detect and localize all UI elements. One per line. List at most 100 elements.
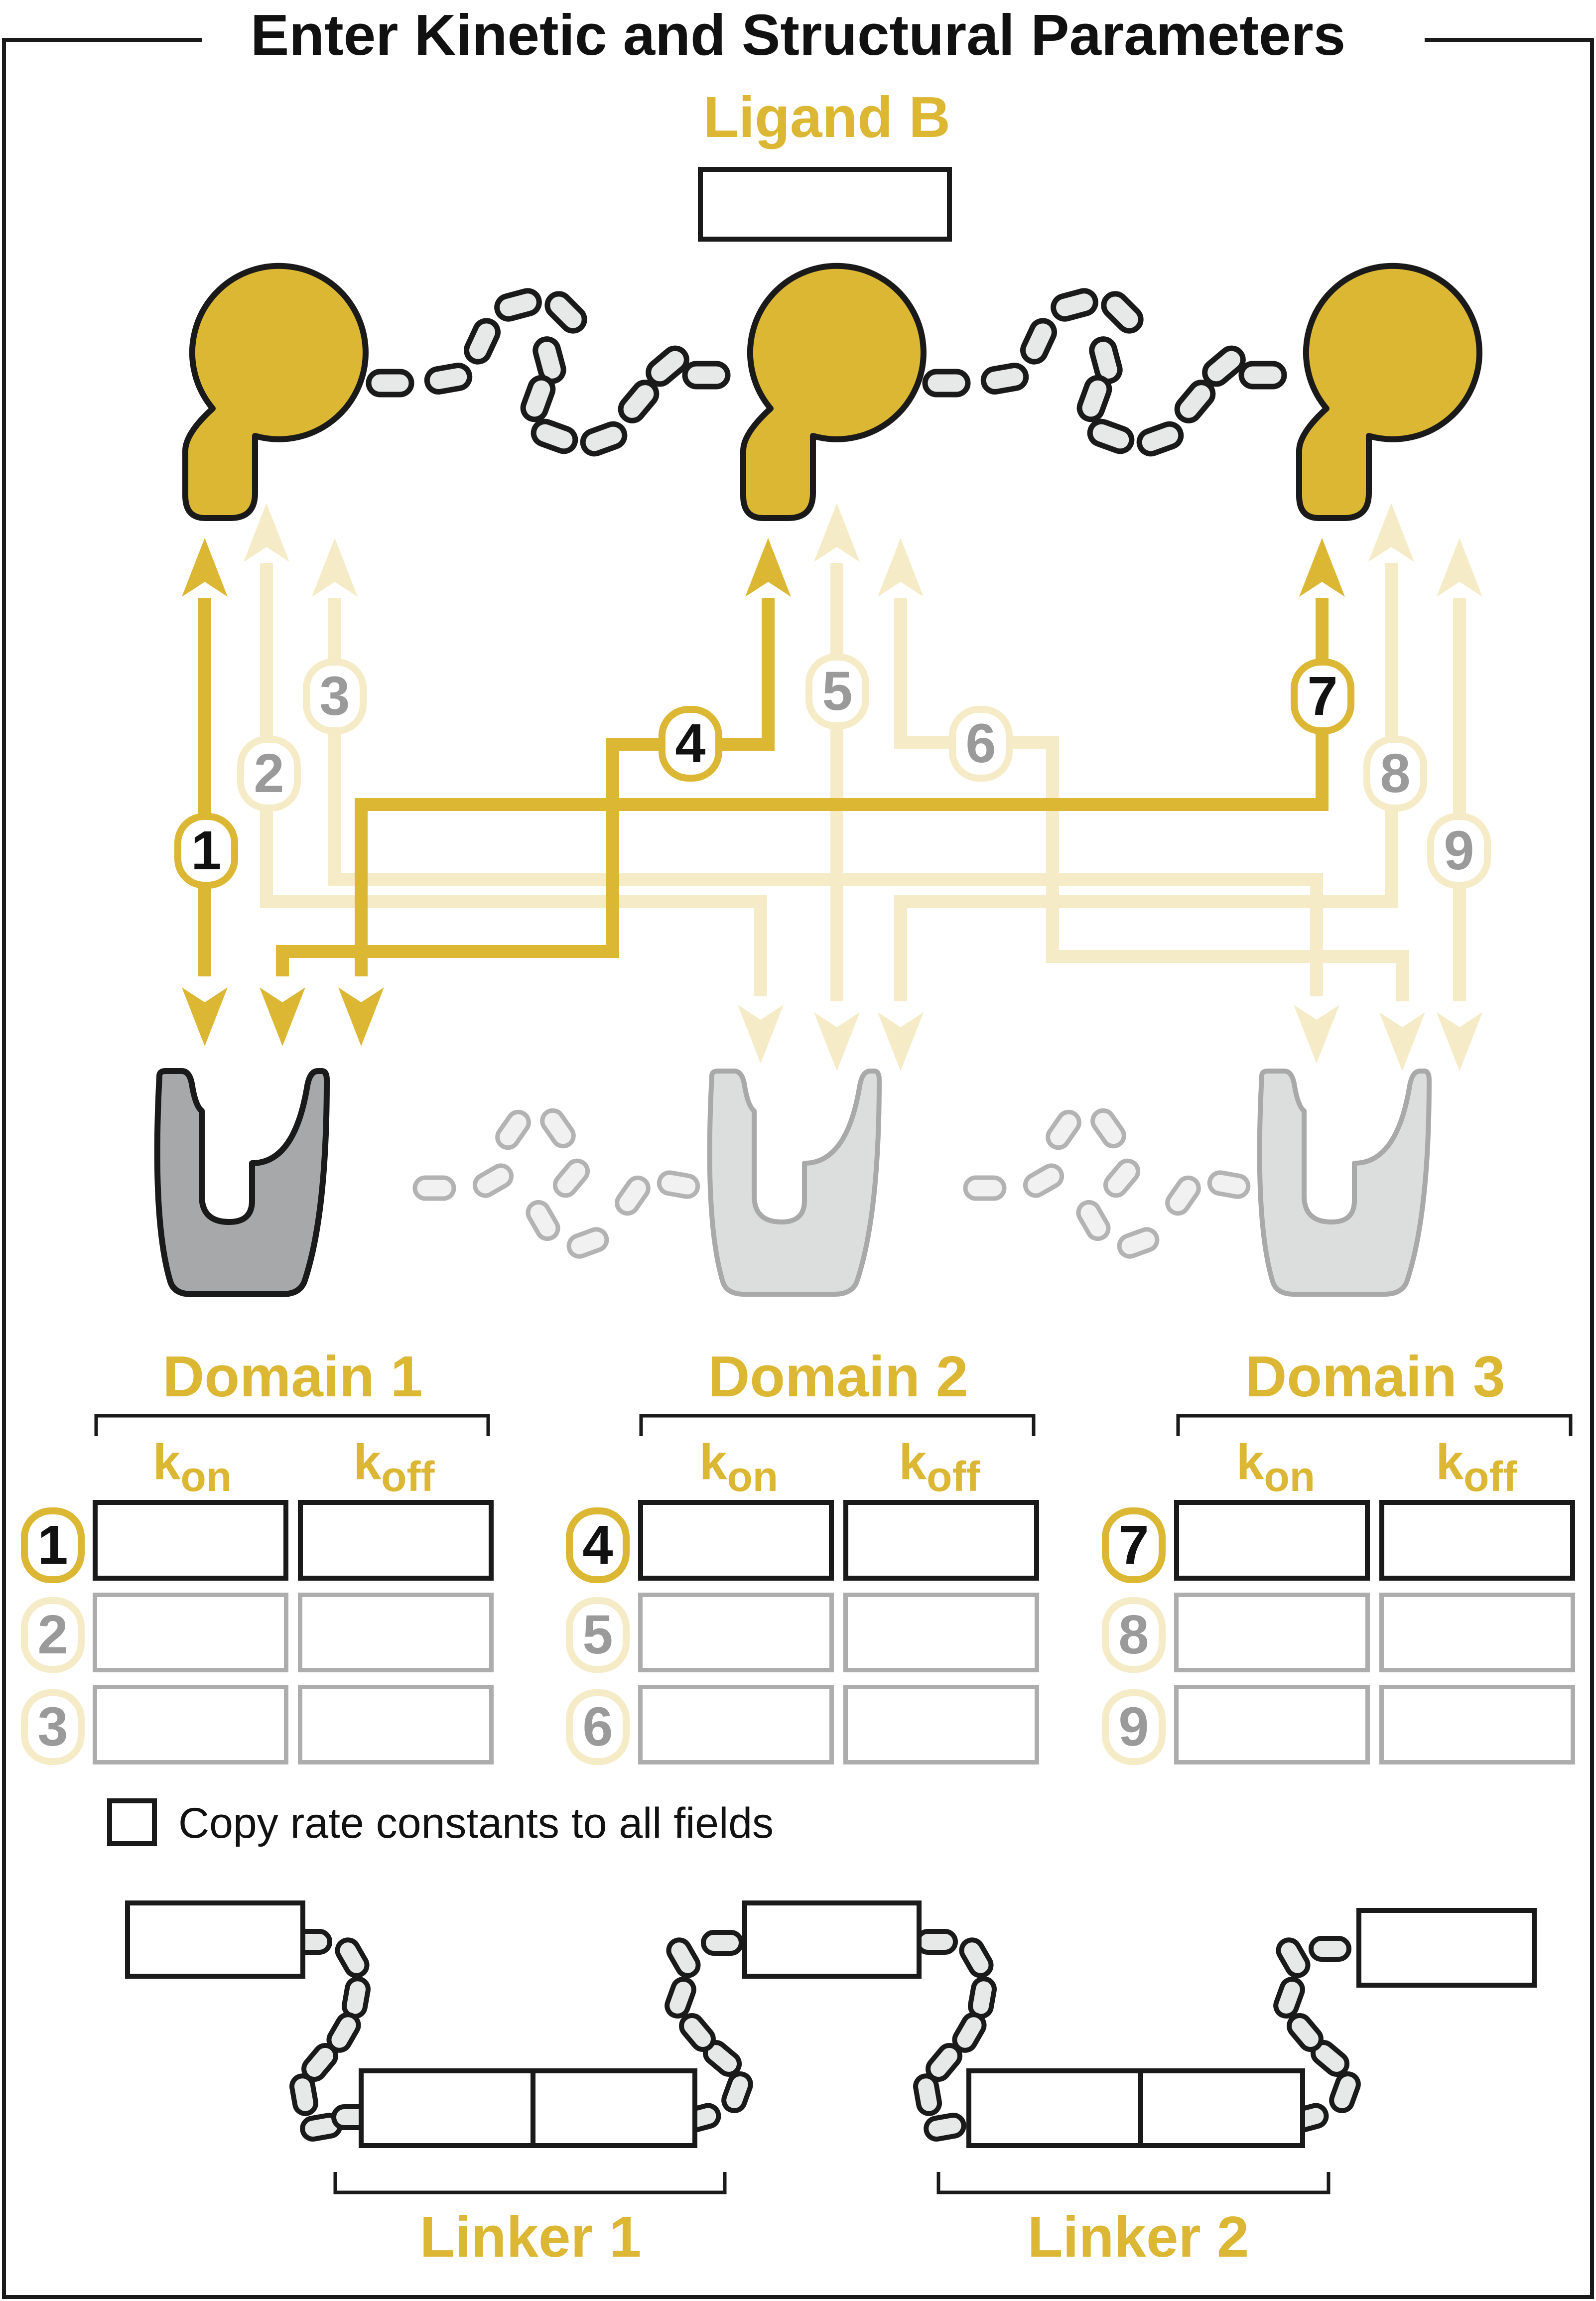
linker-segment [464,318,501,365]
domain-1-koff-input-3[interactable] [298,1685,494,1764]
double-headed-arrow-icon [814,1012,860,1071]
linker-segment [1309,1936,1351,1962]
domain-3-label: Domain 3 [1245,1344,1505,1409]
path-badge-3: 3 [303,659,367,734]
interaction-path [276,598,775,976]
linker-segment [544,291,587,334]
domain-2-kon-input-2[interactable] [638,1593,834,1672]
linker-segment [615,1175,651,1216]
domain-1-label: Domain 1 [162,1344,423,1409]
domain-2-kon-input-1[interactable] [638,1500,834,1581]
linker-segment [1089,336,1123,384]
domain-3-koff-input-3[interactable] [1379,1685,1575,1764]
linker-segment [342,1976,371,2019]
linker-segment [532,336,566,384]
linker-2-value-a-input[interactable] [966,2068,1143,2148]
receptor-domain-icon [707,1069,882,1297]
domain-3-kon-input-3[interactable] [1174,1685,1370,1764]
double-headed-arrow-icon [182,538,228,597]
domain-3-kon-input-1[interactable] [1174,1500,1370,1581]
linker-segment [666,1937,701,1978]
linker-segment [963,1175,1007,1201]
domain-1-row-badge: 1 [21,1507,85,1583]
linker-2-right-end-input[interactable] [1356,1908,1537,1988]
domain-1-koff-input-2[interactable] [298,1593,494,1672]
domain-1-koff-input-1[interactable] [298,1500,494,1581]
ligand-binding-site-icon [182,263,369,521]
double-headed-arrow-icon [1368,503,1414,562]
domain-3-kon-input-2[interactable] [1174,1593,1370,1672]
linker-segment [915,1929,958,1955]
linker-segment [646,345,689,387]
linker-1-value-b-input[interactable] [531,2068,697,2148]
domain-linkers [412,1108,1251,1259]
double-headed-arrow-icon [1294,1005,1339,1064]
domain-2-kon-header: kon [699,1434,779,1500]
domain-1-row-badge: 2 [21,1597,85,1673]
domain-1-kon-input-2[interactable] [93,1593,288,1672]
linker-segment [1101,291,1144,334]
linker-segment [1020,318,1057,365]
linker-segment [289,2073,318,2116]
domain-3-koff-input-2[interactable] [1379,1593,1575,1672]
domain-2-kon-input-3[interactable] [638,1685,834,1764]
domain-2-label: Domain 2 [708,1344,968,1409]
linker-segment [1136,421,1184,457]
path-badge-2: 2 [237,736,301,812]
panel-frame [2,38,1594,2299]
linker-1-value-a-input[interactable] [359,2068,535,2148]
domain-1-bracket [94,1414,490,1436]
linker-1-left-end-input[interactable] [125,1900,305,1979]
linker-segment [366,369,414,398]
domain-2-koff-input-2[interactable] [843,1593,1039,1672]
domain-2-koff-input-3[interactable] [843,1685,1039,1764]
path-badge-7: 7 [1291,659,1354,734]
domain-1-koff-header: koff [353,1434,435,1500]
double-headed-arrow-icon [244,503,289,562]
ligand-linkers [366,288,1287,457]
copy-rates-checkbox[interactable] [107,1798,157,1846]
domain-3-kon-header: kon [1236,1434,1316,1500]
interaction-path [894,563,1398,1001]
interaction-path [260,563,767,996]
copy-rates-label: Copy rate constants to all fields [178,1799,774,1847]
domain-3-bracket [1176,1414,1573,1436]
double-headed-arrow-icon [878,538,924,597]
linker-segment [472,1163,514,1198]
linker-segment [922,369,971,398]
linker-segment [1103,1158,1141,1198]
domain-1-kon-header: kon [152,1434,232,1500]
linker-segment [520,375,556,422]
domain-brackets [94,1414,1573,1436]
path-badge-6: 6 [949,706,1013,782]
domain-3-koff-input-1[interactable] [1379,1500,1575,1581]
domain-1-kon-input-1[interactable] [93,1500,288,1581]
linker-segment [1076,1200,1111,1241]
domain-1-kon-input-3[interactable] [93,1685,288,1764]
domain-2-row-badge: 4 [566,1507,630,1583]
domain-3-row-badge: 9 [1102,1689,1166,1765]
domain-2-koff-input-1[interactable] [843,1500,1039,1581]
linker-1-right-end-input[interactable] [742,1900,922,1979]
path-badge-4: 4 [659,706,722,782]
ligand-binding-site-icon [1296,263,1482,521]
linker-segment [552,1158,590,1198]
domain-2-row-badge: 5 [566,1597,630,1673]
linker-segment [1165,1175,1201,1216]
domain-3-row-badge: 8 [1102,1597,1166,1673]
linker-segment [1202,345,1246,387]
linker-segment [1076,375,1112,422]
linker-segment [540,1108,576,1149]
path-badge-5: 5 [805,654,869,729]
linker-segment [682,361,731,390]
linker-2-value-b-input[interactable] [1138,2068,1305,2148]
linker-2-label: Linker 2 [1027,2204,1249,2269]
linker-segment [1174,380,1216,423]
path-badge-8: 8 [1363,736,1427,812]
linker-segment [531,418,578,454]
ligand-input[interactable] [698,167,952,242]
linker-segment [959,1937,994,1978]
linker-1-label: Linker 1 [419,2204,642,2269]
linker-segment [1090,1108,1126,1149]
